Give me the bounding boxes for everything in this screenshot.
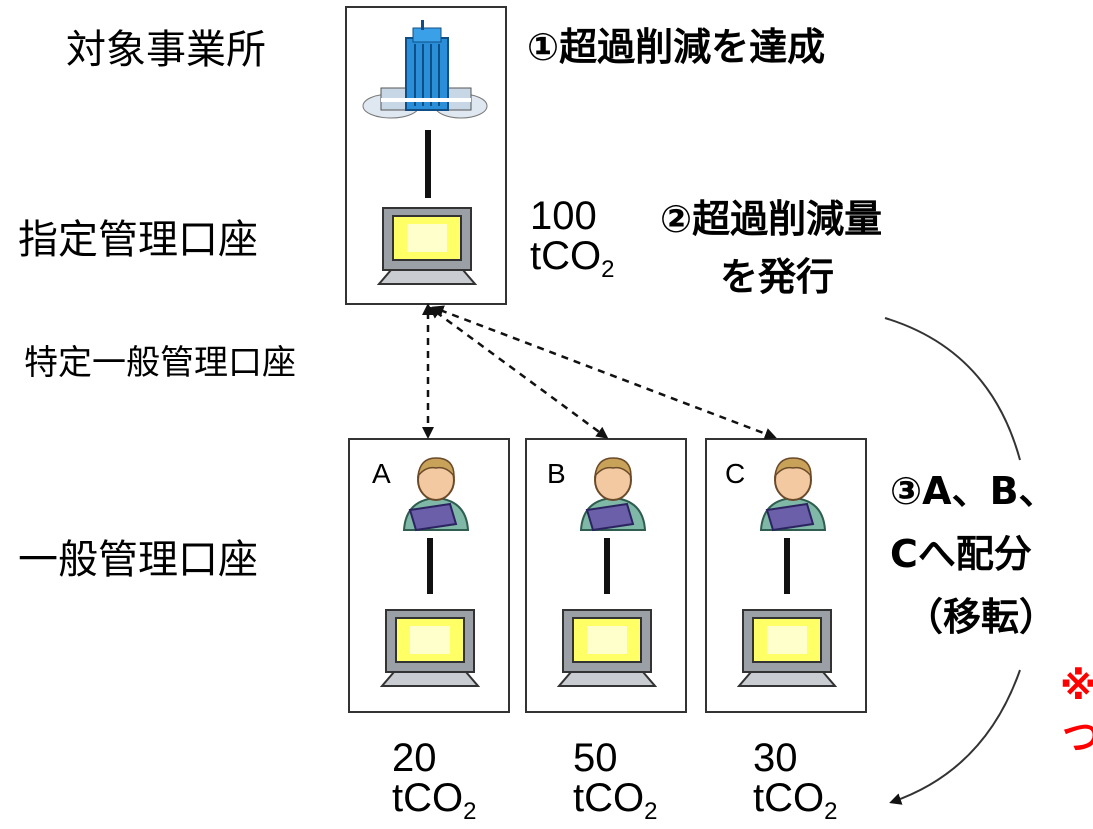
arrow-to-b [428,306,609,439]
amount-c-unit: tCO2 [753,776,838,825]
connector-line [425,130,431,198]
monitor-icon [377,207,477,285]
issued-amount: 100 tCO2 [530,196,614,282]
amount-a-unit: tCO2 [392,776,477,825]
person-icon [579,457,647,532]
arrow-to-c [431,305,777,440]
amount-a-value: 20 [392,736,437,780]
step1-text: ①超過削減を達成 [527,25,826,69]
amount-c: 30 tCO2 [753,738,837,824]
monitor-icon [557,609,657,687]
monitor-icon [737,609,837,687]
note-text: つ [1062,715,1093,759]
label-target-site: 対象事業所 [66,27,266,73]
amount-b-value: 50 [573,736,618,780]
target-site-box [345,6,507,305]
note-mark: ※ [1060,664,1093,708]
issued-value: 100 [530,194,597,238]
person-icon [402,457,470,532]
step2-line2: を発行 [720,255,835,299]
account-box-a: A [348,438,510,713]
amount-b: 50 tCO2 [573,738,657,824]
account-box-c: C [705,438,867,713]
connector-line [604,538,610,594]
curve-arrow-bottom [889,669,1021,805]
issued-unit: tCO2 [530,234,615,283]
account-letter-a: A [372,458,391,489]
monitor-icon [380,609,480,687]
account-letter-b: B [547,458,566,489]
step3-line2: Cへ配分 [890,532,1032,576]
account-box-b: B [525,438,687,713]
step2-line1: ②超過削減量 [660,197,883,241]
building-icon [362,20,488,119]
step3-line1: ③A、B、 [890,469,1057,513]
label-general-account: 一般管理口座 [18,537,258,583]
amount-a: 20 tCO2 [392,738,476,824]
label-specific-general-account: 特定一般管理口座 [24,343,296,383]
connector-line [784,538,790,594]
label-designated-account: 指定管理口座 [18,217,258,263]
amount-c-value: 30 [753,736,798,780]
person-icon [759,457,827,532]
curve-arrow-top [884,317,1021,461]
account-letter-c: C [725,458,746,489]
step3-line3: （移転） [905,595,1058,639]
connector-line [427,538,433,594]
amount-b-unit: tCO2 [573,776,658,825]
